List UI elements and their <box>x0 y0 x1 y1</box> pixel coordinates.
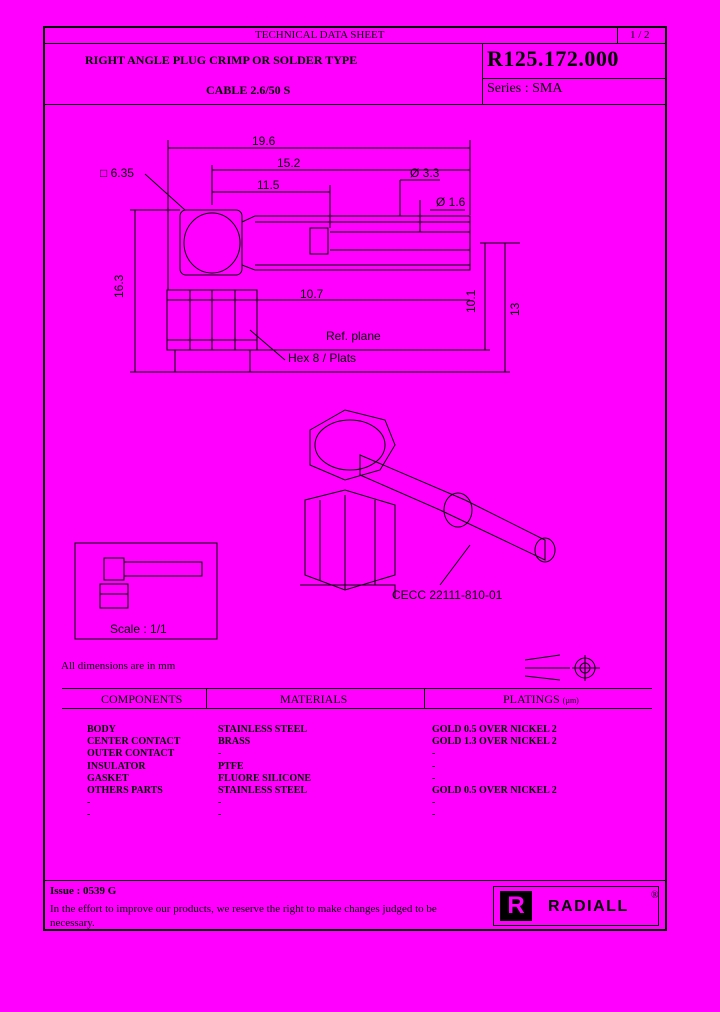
table-row-component: GASKET <box>87 772 129 784</box>
radiall-logo: R RADIALL <box>493 886 659 926</box>
table-row-plating: GOLD 0.5 OVER NICKEL 2 <box>432 785 557 797</box>
product-title: RIGHT ANGLE PLUG CRIMP OR SOLDER TYPE <box>85 53 358 67</box>
units-note: All dimensions are in mm <box>61 660 176 672</box>
table-row-component: - <box>87 797 91 809</box>
diameter-3-3: Ø 3.3 <box>410 166 440 180</box>
platings-header-label: PLATINGS <box>503 692 560 706</box>
table-row-material: PTFE <box>218 760 244 772</box>
table-row-material: STAINLESS STEEL <box>218 724 308 735</box>
table-row-material: - <box>218 748 222 760</box>
materials-header: MATERIALS <box>280 692 348 706</box>
table-row-plating: GOLD 0.5 OVER NICKEL 2 <box>432 724 557 735</box>
table-row-material: STAINLESS STEEL <box>218 785 308 797</box>
table-top-line <box>62 688 652 689</box>
page-number: 1 / 2 <box>630 29 650 41</box>
part-number: R125.172.000 <box>487 46 619 71</box>
table-row-component: OTHERS PARTS <box>87 785 163 797</box>
table-row-component: OUTER CONTACT <box>87 748 175 760</box>
dim-19-6: 19.6 <box>252 134 276 148</box>
sheet-title: TECHNICAL DATA SHEET <box>255 29 385 41</box>
partnumber-divider <box>482 78 665 79</box>
ref-plane-label: Ref. plane <box>326 329 381 343</box>
disclaimer-line-2: necessary. <box>50 917 95 929</box>
diameter-1-6: Ø 1.6 <box>436 195 466 209</box>
header-divider <box>45 43 665 44</box>
issue-label: Issue : 0539 G <box>50 885 117 897</box>
table-row-plating: GOLD 1.3 OVER NICKEL 2 <box>432 736 557 748</box>
table-row-plating: - <box>432 797 436 809</box>
header-vertical-divider <box>482 43 483 104</box>
platings-header: PLATINGS (µm) <box>503 692 579 707</box>
dim-10-7: 10.7 <box>300 287 324 301</box>
logo-text: RADIALL <box>548 898 629 915</box>
platings-column: GOLD 0.5 OVER NICKEL 2 GOLD 1.3 OVER NIC… <box>432 724 557 822</box>
dim-16-3: 16.3 <box>112 274 126 298</box>
platings-unit: (µm) <box>562 696 579 705</box>
table-col-divider-1 <box>206 688 207 708</box>
footer-top-line <box>45 880 665 881</box>
dim-15-2: 15.2 <box>277 156 301 170</box>
materials-column: STAINLESS STEEL BRASS - PTFE FLUORE SILI… <box>218 724 311 822</box>
registered-mark: ® <box>651 890 659 901</box>
table-row-component: - <box>87 809 91 821</box>
table-row-material: FLUORE SILICONE <box>218 772 312 784</box>
sheet-frame <box>43 26 667 931</box>
disclaimer-line-1: In the effort to improve our products, w… <box>50 903 437 915</box>
table-row-plating: - <box>432 748 436 760</box>
table-row-material: BRASS <box>218 736 251 748</box>
hex-label: Hex 8 / Plats <box>288 351 357 365</box>
table-row-plating: - <box>432 772 436 784</box>
dim-10-1: 10.1 <box>464 289 478 313</box>
components-column: BODY CENTER CONTACT OUTER CONTACT INSULA… <box>87 724 180 822</box>
table-row-plating: - <box>432 809 436 821</box>
table-header-line <box>62 708 652 709</box>
dim-11-5: 11.5 <box>257 178 280 192</box>
cable-type: CABLE 2.6/50 S <box>206 83 291 97</box>
table-row-component: BODY <box>87 724 116 735</box>
table-col-divider-2 <box>424 688 425 708</box>
cecc-label: CECC 22111-810-01 <box>392 588 503 602</box>
square-dimension: □ 6.35 <box>100 166 134 180</box>
series-label: Series : SMA <box>487 81 563 96</box>
table-row-plating: - <box>432 760 436 772</box>
page-divider <box>617 28 618 43</box>
table-row-material: - <box>218 797 222 809</box>
table-row-material: - <box>218 809 222 821</box>
table-row-component: INSULATOR <box>87 760 146 772</box>
dim-13: 13 <box>508 302 522 316</box>
header-bottom-line <box>45 104 665 105</box>
table-row-component: CENTER CONTACT <box>87 736 181 748</box>
logo-r-icon: R <box>500 891 532 921</box>
connector-body-side <box>179 209 243 276</box>
components-header: COMPONENTS <box>101 692 183 706</box>
scale-label: Scale : 1/1 <box>110 622 167 636</box>
